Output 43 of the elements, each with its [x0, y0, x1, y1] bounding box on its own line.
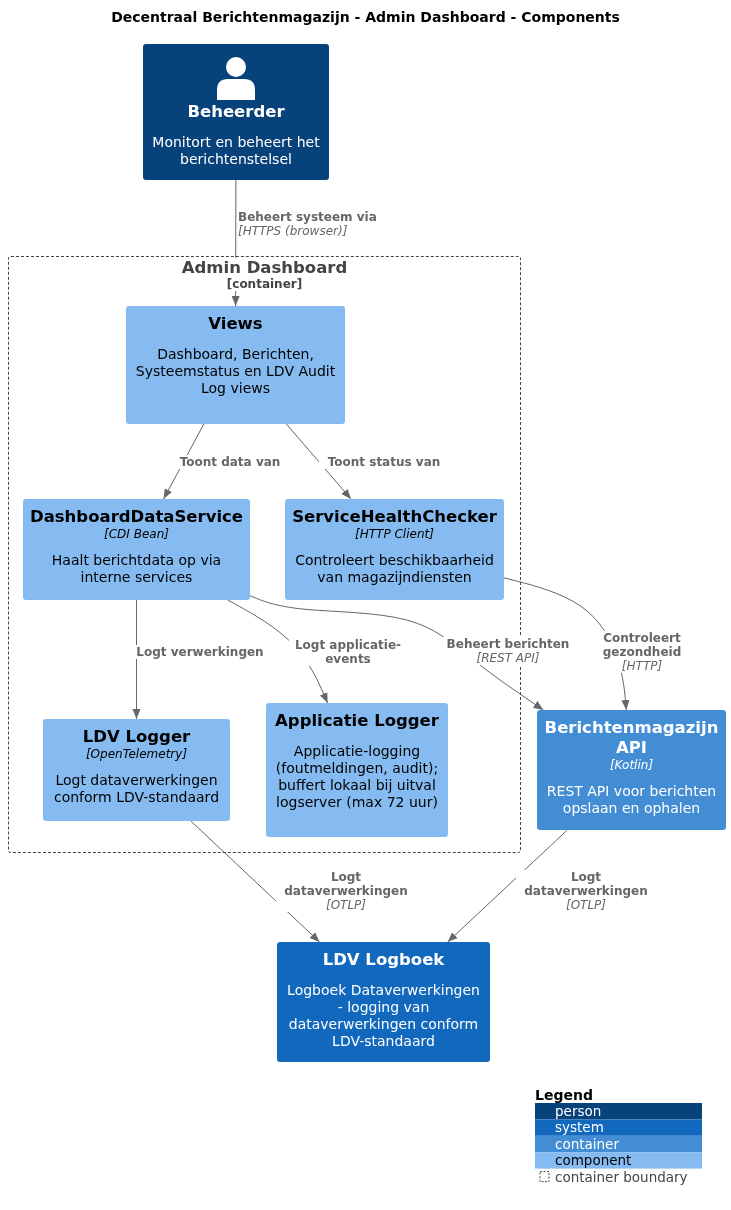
element-description: Logt dataverwerkingen conform LDV-standaard — [52, 772, 220, 806]
component-box — [285, 499, 504, 600]
legend-label: container boundary — [555, 1168, 688, 1185]
element-description: Logboek Dataverwerkingen - logging van dataverwerkingen conform LDV-standaard — [286, 982, 481, 1050]
legend-label: container — [555, 1135, 619, 1152]
element-name: Berichtenmagazijn API — [543, 718, 720, 758]
element-name: LDV Logboek — [321, 950, 446, 970]
person-box — [143, 44, 329, 180]
arrow — [285, 423, 352, 500]
legend-label: component — [555, 1152, 632, 1169]
element-name: LDV Logger — [81, 727, 192, 747]
element-name: Views — [207, 314, 264, 334]
arrow — [447, 829, 568, 943]
edge-label: Beheert systeem via [HTTPS (browser)] — [238, 210, 377, 238]
technology-label: [container] — [226, 277, 303, 291]
element-name: Beheerder — [186, 102, 286, 122]
legend-label: system — [555, 1119, 604, 1136]
technology-label: [HTTP Client] — [354, 527, 435, 542]
technology-label: [OpenTelemetry] — [84, 747, 189, 762]
element-name: Applicatie Logger — [274, 711, 440, 731]
element-name: Admin Dashboard — [181, 258, 348, 277]
legend-label: person — [555, 1103, 602, 1119]
diagram-title: Decentraal Berichtenmagazijn - Admin Dashboard - Components — [110, 9, 621, 25]
component-box — [23, 499, 250, 600]
element-name: ServiceHealthChecker — [291, 507, 498, 527]
legend-title: Legend — [535, 1087, 593, 1103]
technology-label: [Kotlin] — [608, 758, 655, 773]
element-name: DashboardDataService — [29, 507, 244, 527]
arrow — [190, 820, 321, 943]
component-box — [266, 703, 448, 837]
element-description: Dashboard, Berichten, Systeemstatus en LDV Audit Log views — [134, 346, 337, 397]
component-box — [43, 719, 230, 821]
system-box — [277, 942, 490, 1062]
element-description: Applicatie-logging (foutmeldingen, audit); buffert lokaal bij uitval logserver (max 72 uur) — [274, 743, 440, 811]
container-box — [537, 710, 726, 830]
element-description: Haalt berichtdata op via interne services — [50, 552, 223, 586]
arrow — [231, 179, 240, 307]
arrow — [132, 599, 141, 720]
element-description: Monitort en beheert het berichtenstelsel — [151, 134, 321, 168]
element-description: REST API voor berichten opslaan en ophalen — [545, 783, 718, 817]
technology-label: [CDI Bean] — [103, 527, 170, 542]
component-box — [126, 306, 345, 424]
element-description: Controleert beschikbaarheid van magazijndiensten — [294, 552, 495, 586]
